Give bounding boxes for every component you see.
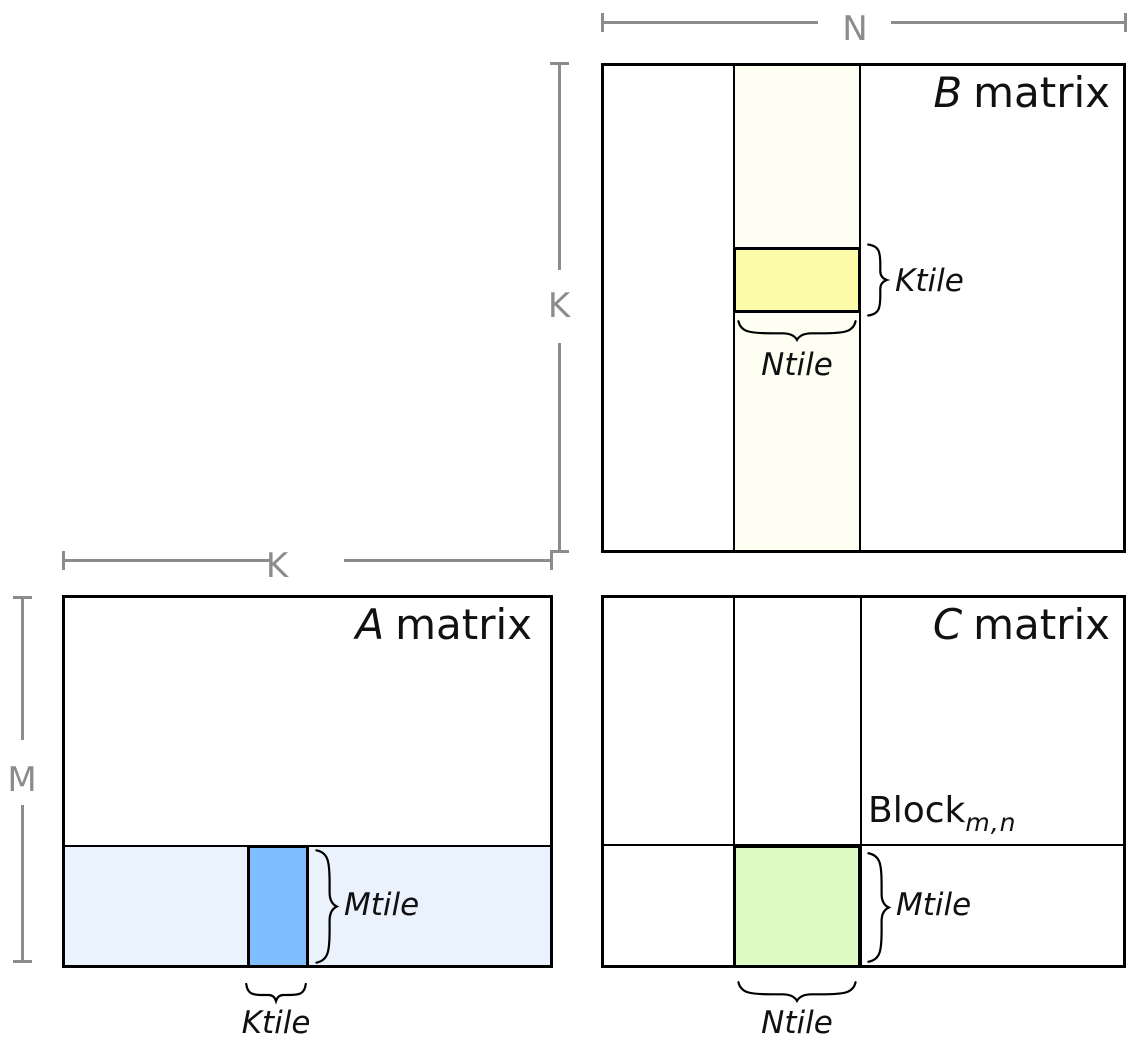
c-divider-vertical-right [860, 595, 862, 968]
n-dim-line-left [602, 21, 818, 24]
c-block-tile [733, 845, 861, 968]
c-block-label-subscript: m,n [965, 808, 1017, 837]
k-horiz-line-right [344, 559, 551, 562]
n-dim-label: N [842, 9, 868, 49]
k-horiz-label: K [265, 546, 289, 586]
k-horiz-tick-left [62, 551, 65, 570]
c-divider-vertical-left [733, 595, 735, 968]
m-dim-line-bottom [21, 805, 24, 962]
b-ktile-tile [733, 247, 861, 313]
k-horiz-line-left [63, 559, 270, 562]
c-ntile-brace [736, 980, 858, 1002]
k-vert-tick-bottom [550, 550, 569, 553]
b-matrix-letter: B [933, 68, 963, 117]
a-matrix-word: matrix [395, 600, 532, 649]
a-ktile-tile [247, 845, 309, 968]
b-ktile-label: Ktile [895, 263, 964, 299]
c-divider-horizontal [601, 844, 1126, 846]
m-dim-tick-top [13, 596, 32, 599]
k-horiz-tick-right [550, 551, 553, 570]
c-ntile-label: Ntile [761, 1005, 833, 1041]
a-matrix-letter: A [355, 600, 385, 649]
b-matrix-word: matrix [973, 68, 1110, 117]
c-matrix-letter: C [932, 600, 963, 649]
k-vert-line-top [558, 64, 561, 270]
c-block-label-base: Block [868, 790, 966, 831]
a-ktile-brace [245, 982, 307, 1002]
k-vert-label: K [547, 286, 571, 326]
b-ntile-label: Ntile [761, 347, 833, 383]
k-vert-tick-top [550, 62, 569, 65]
n-dim-line-right [891, 21, 1127, 24]
b-ntile-brace [736, 319, 858, 341]
b-matrix-panel [601, 63, 1126, 553]
m-dim-tick-bottom [13, 960, 32, 963]
m-dim-line-top [21, 598, 24, 740]
c-mtile-label: Mtile [896, 887, 972, 923]
a-mtile-brace [314, 848, 338, 965]
c-block-label: Blockm,n [868, 790, 1017, 837]
b-ktile-brace [866, 243, 888, 317]
a-ktile-label: Ktile [241, 1005, 311, 1041]
c-matrix-word: matrix [973, 600, 1110, 649]
c-mtile-brace [866, 851, 890, 964]
k-vert-line-bottom [558, 343, 561, 552]
n-dim-tick-right [1124, 13, 1127, 32]
a-mtile-label: Mtile [344, 887, 420, 923]
a-matrix-panel [62, 595, 553, 968]
c-matrix-panel [601, 595, 1126, 968]
n-dim-tick-left [601, 13, 604, 32]
m-dim-label: M [7, 760, 37, 800]
